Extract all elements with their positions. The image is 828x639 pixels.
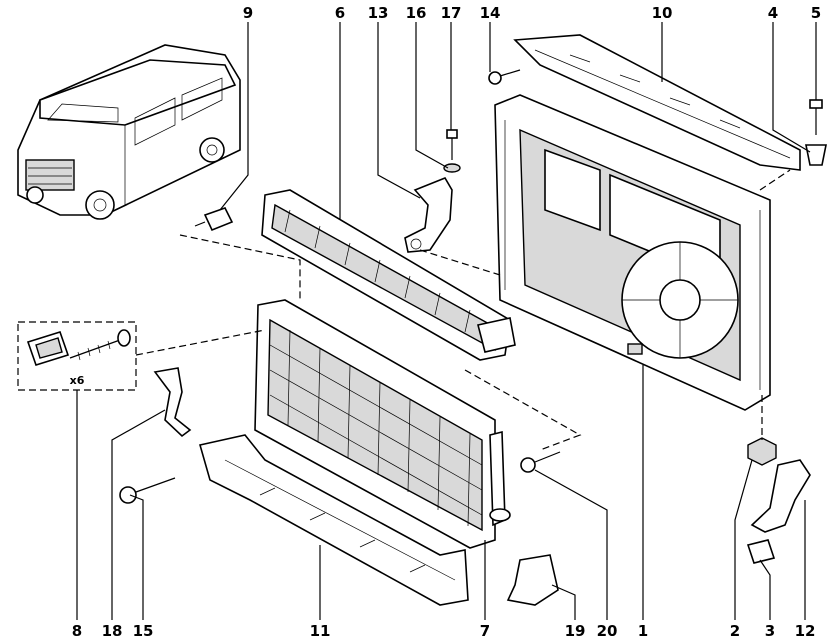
callout-4: 4 xyxy=(768,4,778,22)
callout-17: 17 xyxy=(441,4,462,22)
callout-19: 19 xyxy=(565,622,586,639)
quantity-label: x6 xyxy=(70,374,85,387)
callout-2: 2 xyxy=(730,622,740,639)
callout-8: 8 xyxy=(72,622,82,639)
bracket-13 xyxy=(404,177,453,253)
callout-18: 18 xyxy=(102,622,123,639)
callout-12: 12 xyxy=(795,622,816,639)
radiator xyxy=(254,299,511,549)
lower-deflector xyxy=(198,434,469,606)
bracket-19 xyxy=(506,554,559,606)
callout-14: 14 xyxy=(480,4,501,22)
van-illustration xyxy=(17,44,241,220)
clip-4 xyxy=(805,144,827,166)
bracket-18 xyxy=(153,367,192,438)
leader-lines xyxy=(76,22,817,620)
callout-5: 5 xyxy=(811,4,821,22)
screw-14 xyxy=(488,69,521,85)
bracket-12 xyxy=(750,459,811,533)
nut-2 xyxy=(747,437,777,466)
upper-cross-member xyxy=(513,34,801,171)
callout-20: 20 xyxy=(597,622,618,639)
callout-13: 13 xyxy=(368,4,389,22)
callout-10: 10 xyxy=(652,4,673,22)
callout-1: 1 xyxy=(638,622,648,639)
callout-6: 6 xyxy=(335,4,345,22)
callout-15: 15 xyxy=(133,622,154,639)
callout-9: 9 xyxy=(243,4,253,22)
callout-3: 3 xyxy=(765,622,775,639)
screw-15 xyxy=(119,477,176,504)
assembly-lines xyxy=(135,169,791,451)
callout-7: 7 xyxy=(480,622,490,639)
washer-16 xyxy=(443,163,461,173)
radiator-support-frame xyxy=(494,94,771,411)
screw-17 xyxy=(446,129,458,160)
callout-11: 11 xyxy=(310,622,331,639)
callout-labels: 9 6 13 16 17 14 10 4 5 8 18 15 11 7 19 2… xyxy=(70,4,822,639)
sensor-9 xyxy=(194,207,234,232)
screw-5 xyxy=(809,99,823,135)
callout-16: 16 xyxy=(406,4,427,22)
mount-kit-8 xyxy=(17,321,137,391)
clip-3 xyxy=(746,539,776,564)
intercooler xyxy=(261,189,516,361)
screw-20 xyxy=(520,451,561,473)
